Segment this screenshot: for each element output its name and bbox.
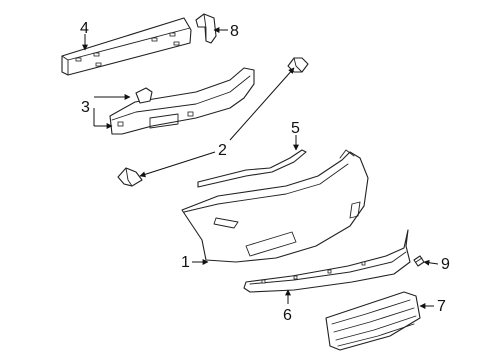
callout-8: 8 (230, 23, 239, 40)
molding-strip-part (197, 149, 307, 188)
energy-absorber-part (109, 67, 255, 135)
bracket-part (195, 13, 217, 44)
bumper-cover-part (181, 149, 369, 263)
callout-9: 9 (441, 256, 450, 273)
callout-4: 4 (80, 20, 89, 37)
grille-part (325, 291, 421, 351)
callout-5: 5 (291, 120, 300, 137)
callout-1: 1 (181, 254, 190, 271)
callout-6: 6 (283, 307, 292, 324)
valance-strip-part (243, 229, 411, 293)
callout-7: 7 (437, 298, 446, 315)
bracket-left-part (117, 167, 143, 187)
callout-2: 2 (218, 142, 227, 159)
impact-bar-part (61, 17, 192, 76)
callout-labels: 4 8 3 2 5 1 6 7 9 (80, 20, 450, 324)
clip-part (413, 255, 425, 267)
bracket-right-part (287, 57, 309, 73)
leader-lines (82, 27, 439, 309)
callout-3: 3 (81, 99, 90, 116)
